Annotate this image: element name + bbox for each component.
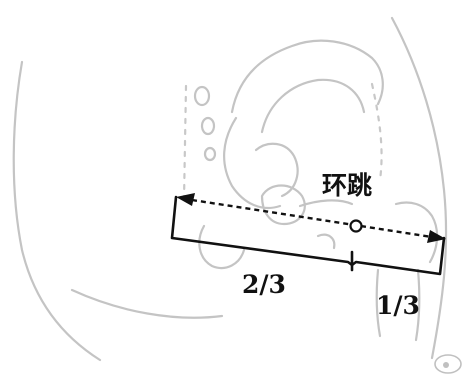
arrowhead-left: [176, 193, 195, 206]
sacrum-outline: [223, 116, 282, 210]
femur-shaft-right: [414, 268, 421, 342]
femoral-neck: [298, 199, 354, 208]
ischial-tuberosity: [198, 224, 246, 270]
greater-trochanter: [394, 201, 439, 264]
right-hip-contour: [390, 16, 448, 360]
spine-midline: [182, 84, 188, 202]
right-pelvis-dash: [370, 82, 383, 182]
left-body-contour: [12, 60, 102, 362]
distance-arrow: [176, 193, 446, 243]
ratio-label-two-thirds: 2/3: [242, 270, 286, 299]
iliac-inner: [260, 78, 366, 134]
femur-shaft-left: [375, 268, 382, 338]
measurement-bracket: [170, 195, 446, 276]
sacral-foramen-3: [203, 146, 217, 162]
watermark-logo: [434, 354, 462, 374]
sacral-foramen-1: [193, 85, 211, 107]
femoral-head: [260, 184, 306, 226]
iliac-crest: [230, 39, 384, 114]
lesser-trochanter: [316, 233, 336, 250]
bracket-right-segment: [350, 236, 446, 276]
distance-dashed-line: [191, 198, 433, 239]
sacral-foramen-2: [200, 116, 216, 136]
huantiao-point-marker: [349, 219, 363, 233]
watermark-logo-dot: [443, 362, 449, 368]
bracket-left-segment: [170, 195, 354, 267]
ratio-label-one-third: 1/3: [376, 291, 420, 320]
watermark-logo-eye: [434, 354, 462, 374]
gluteal-lower-contour: [70, 288, 224, 319]
anatomy-sketch: [12, 16, 448, 362]
arrowhead-right: [427, 230, 446, 243]
acupoint-label: 环跳: [322, 171, 372, 200]
